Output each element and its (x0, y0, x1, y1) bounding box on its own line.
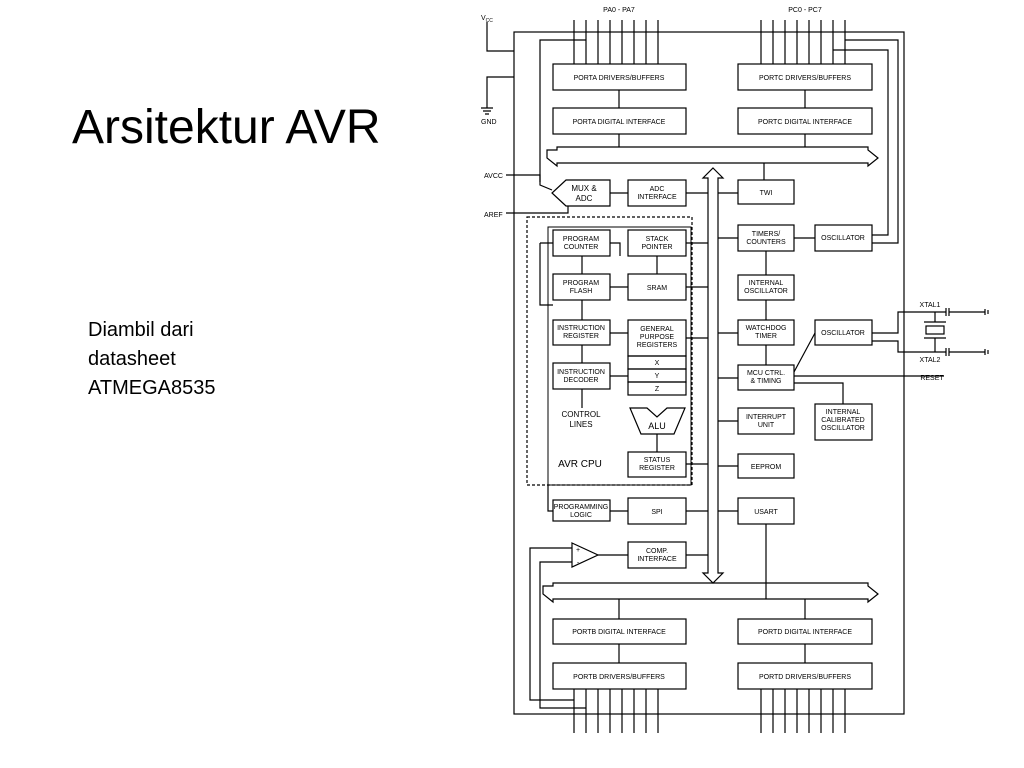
pc-label: PC0 - PC7 (788, 7, 822, 14)
mux-label-1: MUX & (571, 184, 597, 193)
mux-adc-block (551, 179, 611, 207)
caption-line-1: Diambil dari (88, 319, 194, 341)
portb-digital-label: PORTB DIGITAL INTERFACE (572, 629, 666, 636)
pa-label: PA0 - PA7 (603, 7, 635, 14)
xtal2-label: XTAL2 (920, 357, 941, 364)
adc-interface-label-2: INTERFACE (637, 194, 677, 201)
instruction-register-label-2: REGISTER (563, 333, 599, 340)
comp-interface-label-1: COMP. (646, 548, 668, 555)
reset-label: RESET (920, 375, 944, 382)
comp-interface-label-2: INTERFACE (637, 556, 677, 563)
internal-oscillator-label-2: OSCILLATOR (744, 288, 788, 295)
porta-drivers-label: PORTA DRIVERS/BUFFERS (574, 75, 665, 82)
twi-label: TWI (760, 190, 773, 197)
spi-label: SPI (651, 509, 662, 516)
bottom-data-bus (542, 582, 879, 604)
vcc-label: VCC (481, 15, 493, 24)
oscillator-right-label: OSCILLATOR (821, 330, 865, 337)
usart-label: USART (754, 509, 778, 516)
stack-pointer-label-1: STACK (646, 236, 669, 243)
mux-label-2: ADC (576, 194, 593, 203)
cpu-inner-box (547, 226, 692, 486)
portc-drivers-label: PORTC DRIVERS/BUFFERS (759, 75, 851, 82)
portd-drivers-label: PORTD DRIVERS/BUFFERS (759, 674, 851, 681)
alu-block (629, 407, 686, 435)
eeprom-label: EEPROM (751, 464, 782, 471)
xtal1-label: XTAL1 (920, 302, 941, 309)
instruction-decoder-label-1: INSTRUCTION (557, 369, 605, 376)
slide-title: Arsitektur AVR (72, 101, 381, 154)
instruction-decoder-block (552, 362, 611, 390)
internal-calibrated-label-1: INTERNAL (826, 409, 861, 416)
internal-oscillator-label-1: INTERNAL (749, 280, 784, 287)
adc-interface-block (627, 179, 687, 207)
reg-z-label: Z (655, 386, 660, 393)
portc-digital-label: PORTC DIGITAL INTERFACE (758, 119, 852, 126)
portb-drivers-label: PORTB DRIVERS/BUFFERS (573, 674, 665, 681)
instruction-decoder-label-2: DECODER (563, 377, 598, 384)
reg-z-block (627, 381, 687, 396)
program-counter-block (552, 229, 611, 257)
gp-registers-label-2: PURPOSE (640, 334, 675, 341)
interrupt-unit-label-1: INTERRUPT (746, 414, 787, 421)
slide-caption: Diambil dari datasheet ATMEGA8535 (88, 316, 215, 403)
reg-x-label: X (655, 360, 660, 367)
comparator-plus-label: + (576, 547, 580, 554)
gp-registers-label-3: REGISTERS (637, 342, 678, 349)
control-lines-label-2: LINES (569, 420, 592, 429)
program-flash-label-2: FLASH (570, 288, 593, 295)
watchdog-label-1: WATCHDOG (746, 325, 787, 332)
watchdog-label-2: TIMER (755, 333, 777, 340)
avcc-label: AVCC (484, 173, 503, 180)
internal-data-bus (701, 167, 725, 584)
internal-calibrated-label-2: CALIBRATED (821, 417, 864, 424)
aref-label: AREF (484, 212, 503, 219)
portd-digital-label: PORTD DIGITAL INTERFACE (758, 629, 852, 636)
caption-line-3: ATMEGA8535 (88, 377, 216, 399)
timers-block (737, 224, 795, 252)
programming-logic-label-1: PROGRAMMING (554, 504, 608, 511)
timers-label-1: TIMERS/ (752, 231, 780, 238)
program-flash-label-1: PROGRAM (563, 280, 599, 287)
stack-pointer-block (627, 229, 687, 257)
status-register-label-2: REGISTER (639, 465, 675, 472)
interrupt-unit-block (737, 407, 795, 435)
caption-line-2: datasheet (88, 348, 176, 370)
interrupt-unit-label-2: UNIT (758, 422, 775, 429)
avr-cpu-label: AVR CPU (558, 459, 602, 470)
gnd-label: GND (481, 119, 497, 126)
programming-logic-label-2: LOGIC (570, 512, 592, 519)
program-counter-label-1: PROGRAM (563, 236, 599, 243)
comparator-minus-label: - (577, 560, 580, 567)
sram-label: SRAM (647, 285, 667, 292)
timers-label-2: COUNTERS (746, 239, 786, 246)
program-flash-block (552, 273, 611, 301)
control-lines-label-1: CONTROL (561, 410, 601, 419)
instruction-register-label-1: INSTRUCTION (557, 325, 605, 332)
mcu-ctrl-label-2: & TIMING (751, 378, 782, 385)
chip-outline (513, 31, 905, 715)
mcu-ctrl-label-1: MCU CTRL. (747, 370, 785, 377)
reg-y-label: Y (655, 373, 660, 380)
top-data-bus (546, 146, 879, 168)
oscillator-top-label: OSCILLATOR (821, 235, 865, 242)
status-register-label-1: STATUS (644, 457, 671, 464)
porta-digital-label: PORTA DIGITAL INTERFACE (573, 119, 666, 126)
cpu-boundary (526, 216, 693, 486)
internal-calibrated-label-3: OSCILLATOR (821, 425, 865, 432)
alu-label: ALU (648, 421, 666, 431)
comparator-block (571, 542, 600, 568)
gp-registers-label-1: GENERAL (640, 326, 674, 333)
program-counter-label-2: COUNTER (564, 244, 599, 251)
adc-interface-label-1: ADC (650, 186, 665, 193)
twi-block (737, 179, 795, 205)
stack-pointer-label-2: POINTER (641, 244, 672, 251)
comp-interface-block (627, 541, 687, 569)
